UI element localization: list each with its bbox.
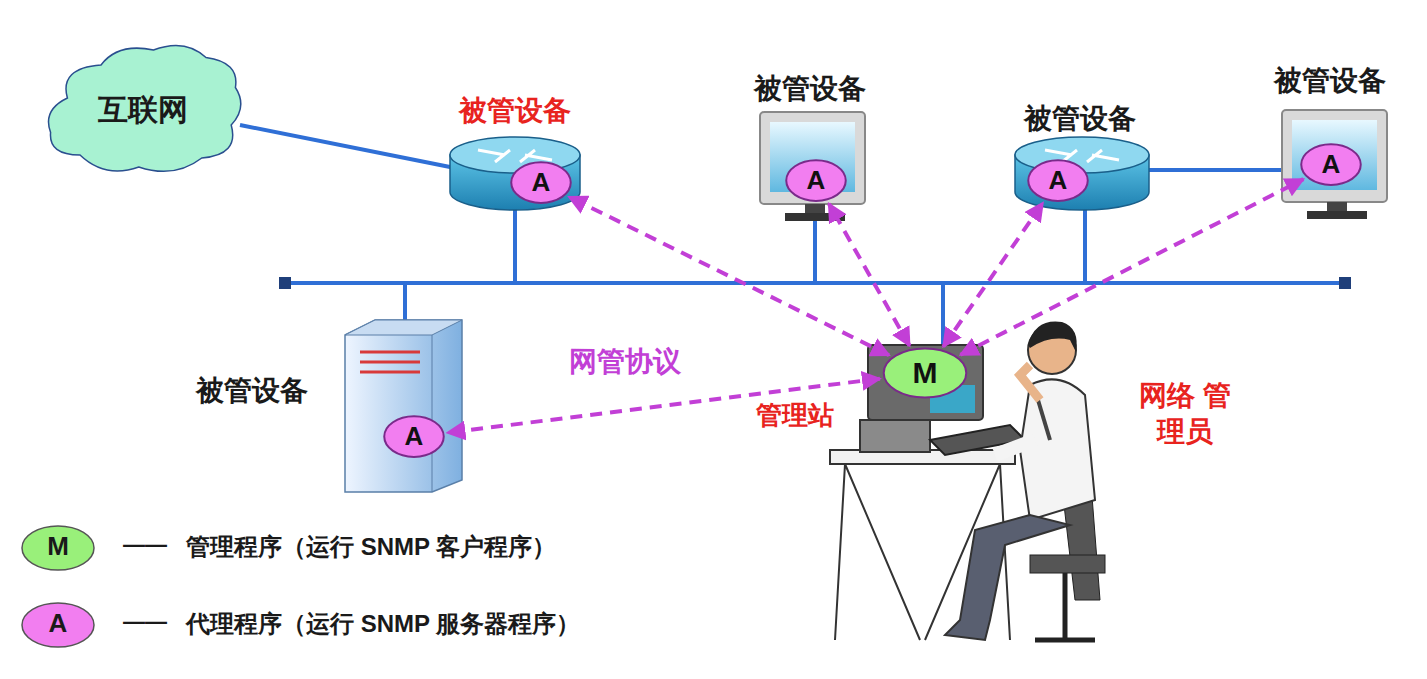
- node-text: 互联网: [98, 90, 188, 131]
- device-label: 被管设备: [196, 372, 308, 410]
- device-label: 被管设备: [1024, 100, 1136, 138]
- monitor-icon: [1282, 110, 1387, 219]
- annotation-label: 管理站: [756, 398, 834, 433]
- agent-circle: A: [1027, 159, 1089, 202]
- agent-circle: A: [510, 161, 572, 204]
- monitor-icon: [760, 112, 865, 221]
- legend-text: 管理程序（运行 SNMP 客户程序）: [186, 531, 556, 563]
- protocol-arrow: [943, 203, 1043, 347]
- agent-circle: A: [383, 415, 445, 458]
- node-text: M: [913, 356, 938, 390]
- legend-text: 代理程序（运行 SNMP 服务器程序）: [186, 608, 580, 640]
- node-text: A: [1322, 149, 1341, 180]
- protocol-arrow: [829, 204, 910, 346]
- internet-cloud: 互联网: [38, 35, 248, 185]
- node-text: A: [807, 165, 826, 196]
- device-label: 被管设备: [1274, 62, 1386, 100]
- server-icon: [345, 320, 462, 492]
- agent-circle: A: [785, 159, 847, 202]
- manager-circle: M: [882, 347, 968, 399]
- router-icon: [1015, 137, 1149, 210]
- legend-symbol-letter: A: [49, 608, 68, 639]
- legend-symbol-letter: M: [47, 531, 69, 562]
- annotation-label: 网管协议: [569, 343, 681, 381]
- annotation-label: 网络 管理员: [1139, 378, 1231, 451]
- protocol-arrow: [960, 179, 1303, 355]
- protocol-arrow: [447, 379, 879, 433]
- node-text: A: [1049, 165, 1068, 196]
- router-icon: [450, 137, 580, 210]
- protocol-arrow: [569, 197, 889, 355]
- legend-dash: ——: [123, 532, 167, 558]
- device-label: 被管设备: [459, 92, 571, 130]
- agent-circle: A: [1300, 143, 1362, 186]
- legend-swatch: [22, 526, 94, 570]
- node-text: A: [532, 167, 551, 198]
- device-label: 被管设备: [754, 70, 866, 108]
- administrator-figure: [830, 321, 1105, 640]
- node-text: A: [405, 421, 424, 452]
- legend-dash: ——: [123, 609, 167, 635]
- legend-swatch: [22, 603, 94, 647]
